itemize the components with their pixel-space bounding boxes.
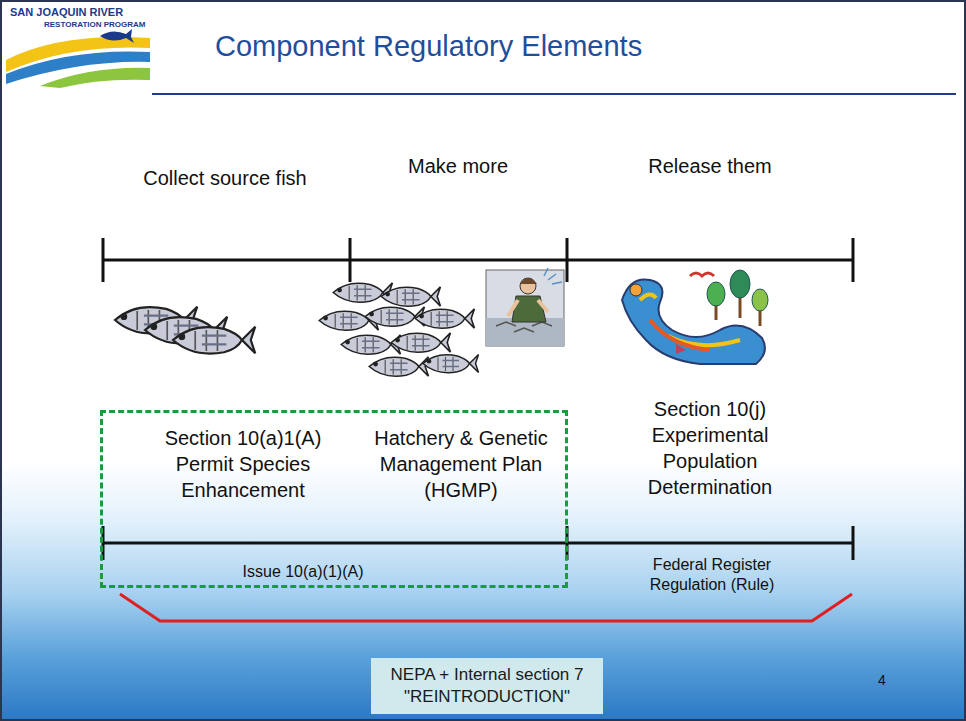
slide-title: Component Regulatory Elements — [215, 30, 642, 63]
program-logo — [0, 0, 152, 88]
source-fish-icon — [115, 307, 255, 354]
stage-label: Make more — [358, 154, 558, 178]
permit-group-box: Section 10(a)1(A) Permit Species Enhance… — [100, 410, 568, 588]
logo-text: SAN JOAQUIN RIVER — [10, 6, 123, 19]
span-bracket — [120, 594, 852, 621]
action-label: Federal Register Regulation (Rule) — [626, 555, 798, 595]
hatchery-worker-icon — [486, 268, 564, 346]
regulatory-step: Hatchery & Genetic Management Plan (HGMP… — [369, 425, 554, 503]
stage-label: Release them — [600, 154, 820, 178]
timeline-bottom — [103, 526, 853, 560]
regulatory-step: Section 10(a)1(A) Permit Species Enhance… — [136, 425, 351, 503]
box-text: NEPA + Internal section 7 "REINTRODUCTIO… — [383, 664, 591, 708]
page-number: 4 — [878, 672, 886, 688]
logo-text: RESTORATION PROGRAM — [44, 20, 145, 30]
regulatory-step: Section 10(j) Experimental Population De… — [635, 396, 785, 500]
stage-label: Collect source fish — [105, 166, 345, 190]
reintroduction-box: NEPA + Internal section 7 "REINTRODUCTIO… — [371, 658, 603, 714]
river-release-icon — [622, 270, 768, 364]
action-label: Issue 10(a)(1)(A) — [193, 562, 413, 581]
hatchery-fish-icon — [319, 283, 478, 376]
header-rule — [152, 93, 956, 95]
